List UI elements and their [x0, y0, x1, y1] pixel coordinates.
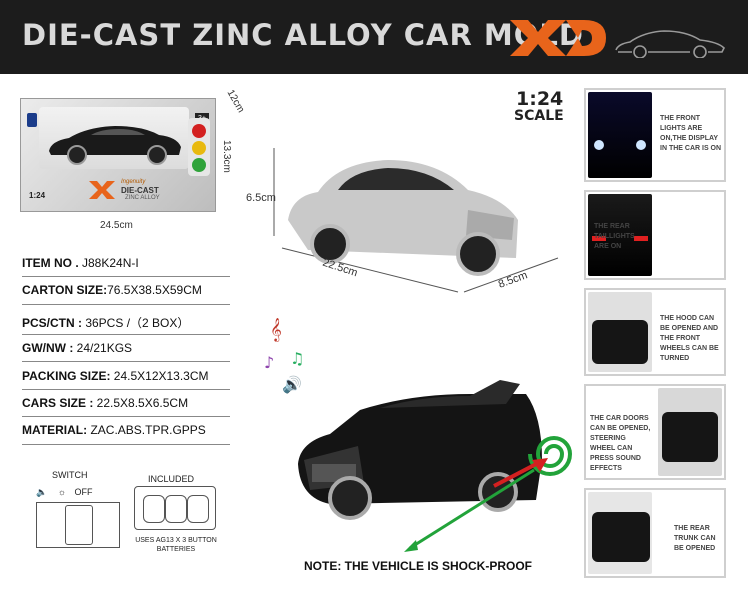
- shockproof-arrows-icon: [404, 436, 573, 552]
- battery-icon: [143, 495, 165, 523]
- feature-panel-trunk: THE REAR TRUNK CAN BE OPENED: [584, 488, 726, 578]
- package-width-label: 24.5cm: [100, 220, 133, 231]
- feature-panel-front-lights: THE FRONT LIGHTS ARE ON,THE DISPLAY IN T…: [584, 88, 726, 182]
- spec-packing-size: PACKING SIZE: 24.5X12X13.3CM: [22, 369, 209, 383]
- silver-car-image: [273, 148, 559, 293]
- battery-tray: [134, 486, 216, 530]
- switch-diagram: [36, 502, 120, 548]
- spec-gw-nw: GW/NW : 24/21KGS: [22, 341, 133, 355]
- spec-item-no: ITEM NO . J88K24N-I: [22, 256, 139, 270]
- package-height-label: 13.3cm: [221, 140, 232, 173]
- package-car-image: [49, 126, 181, 165]
- package-depth-label: 12cm: [224, 88, 247, 115]
- battery-note: USES AG13 X 3 BUTTON BATTERIES: [135, 537, 217, 553]
- feature-panel-rear-lights: THE REAR TAILLIGHTS ARE ON: [584, 190, 726, 280]
- package-xd-logo: [89, 181, 115, 199]
- divider: [22, 361, 230, 362]
- hood-open-image: [588, 292, 652, 372]
- spec-carton-size: CARTON SIZE:76.5X38.5X59CM: [22, 283, 202, 297]
- package-box: 3+ 1:24 Ingenuity DIE-CAST ZINC ALLOY: [20, 98, 216, 212]
- package-brand: DIE-CAST: [121, 186, 159, 195]
- svg-text:🔊: 🔊: [282, 375, 302, 394]
- trunk-open-image: [588, 492, 652, 574]
- feature-text: THE FRONT LIGHTS ARE ON,THE DISPLAY IN T…: [660, 115, 722, 152]
- light-icon: ☼: [57, 487, 66, 497]
- spec-pcs-ctn: PCS/CTN : 36PCS /（2 BOX）: [22, 316, 190, 330]
- switch-knob: [65, 505, 93, 545]
- music-notes-icon: 𝄞 ♪ ♫ 🔊: [264, 317, 304, 394]
- package-window: [39, 107, 189, 169]
- spec-material: MATERIAL: ZAC.ABS.TPR.GPPS: [22, 423, 206, 437]
- xd-logo: [510, 20, 606, 56]
- rear-lights-image: [588, 194, 652, 276]
- doors-open-image: [658, 388, 722, 476]
- feature-text: THE HOOD CAN BE OPENED AND THE FRONT WHE…: [660, 315, 719, 362]
- feature-text: THE CAR DOORS CAN BE OPENED, STEERING WH…: [590, 415, 651, 472]
- package-badge-icon: [27, 113, 37, 127]
- feature-panel-hood: THE HOOD CAN BE OPENED AND THE FRONT WHE…: [584, 288, 726, 376]
- package-light-strip: [188, 118, 210, 176]
- car-silhouette-icon: [615, 30, 725, 58]
- divider: [22, 276, 230, 277]
- battery-icon: [165, 495, 187, 523]
- switch-off-label: OFF: [74, 487, 93, 497]
- package-scale: 1:24: [29, 191, 46, 200]
- included-label: INCLUDED: [148, 474, 195, 484]
- switch-icons: 🔈 ☼ OFF: [36, 487, 93, 498]
- feature-text: THE REAR TRUNK CAN BE OPENED: [674, 525, 716, 552]
- divider: [22, 416, 230, 417]
- scale-word: SCALE: [514, 108, 564, 124]
- spec-cars-size: CARS SIZE : 22.5X8.5X6.5CM: [22, 396, 189, 410]
- speaker-icon: 🔈: [36, 487, 48, 497]
- scale-ratio: 1:24: [516, 88, 564, 110]
- front-lights-image: [588, 92, 652, 178]
- feature-panel-doors: THE CAR DOORS CAN BE OPENED, STEERING WH…: [584, 384, 726, 480]
- divider: [22, 334, 230, 335]
- feature-text: THE REAR TAILLIGHTS ARE ON: [594, 223, 635, 250]
- svg-text:𝄞: 𝄞: [270, 317, 282, 342]
- divider: [22, 444, 230, 445]
- header-banner: DIE-CAST ZINC ALLOY CAR MOLD: [0, 0, 748, 74]
- svg-text:♪: ♪: [264, 353, 274, 372]
- divider: [22, 304, 230, 305]
- svg-text:♫: ♫: [290, 349, 304, 368]
- battery-icon: [187, 495, 209, 523]
- shockproof-note: NOTE: THE VEHICLE IS SHOCK-PROOF: [304, 559, 533, 573]
- car-height-label: 6.5cm: [246, 192, 276, 204]
- switch-label: SWITCH: [52, 470, 88, 480]
- page-title: DIE-CAST ZINC ALLOY CAR MOLD: [22, 18, 584, 52]
- divider: [22, 389, 230, 390]
- package-tagline: Ingenuity: [121, 179, 146, 185]
- package-alloy: ZINC ALLOY: [125, 195, 160, 201]
